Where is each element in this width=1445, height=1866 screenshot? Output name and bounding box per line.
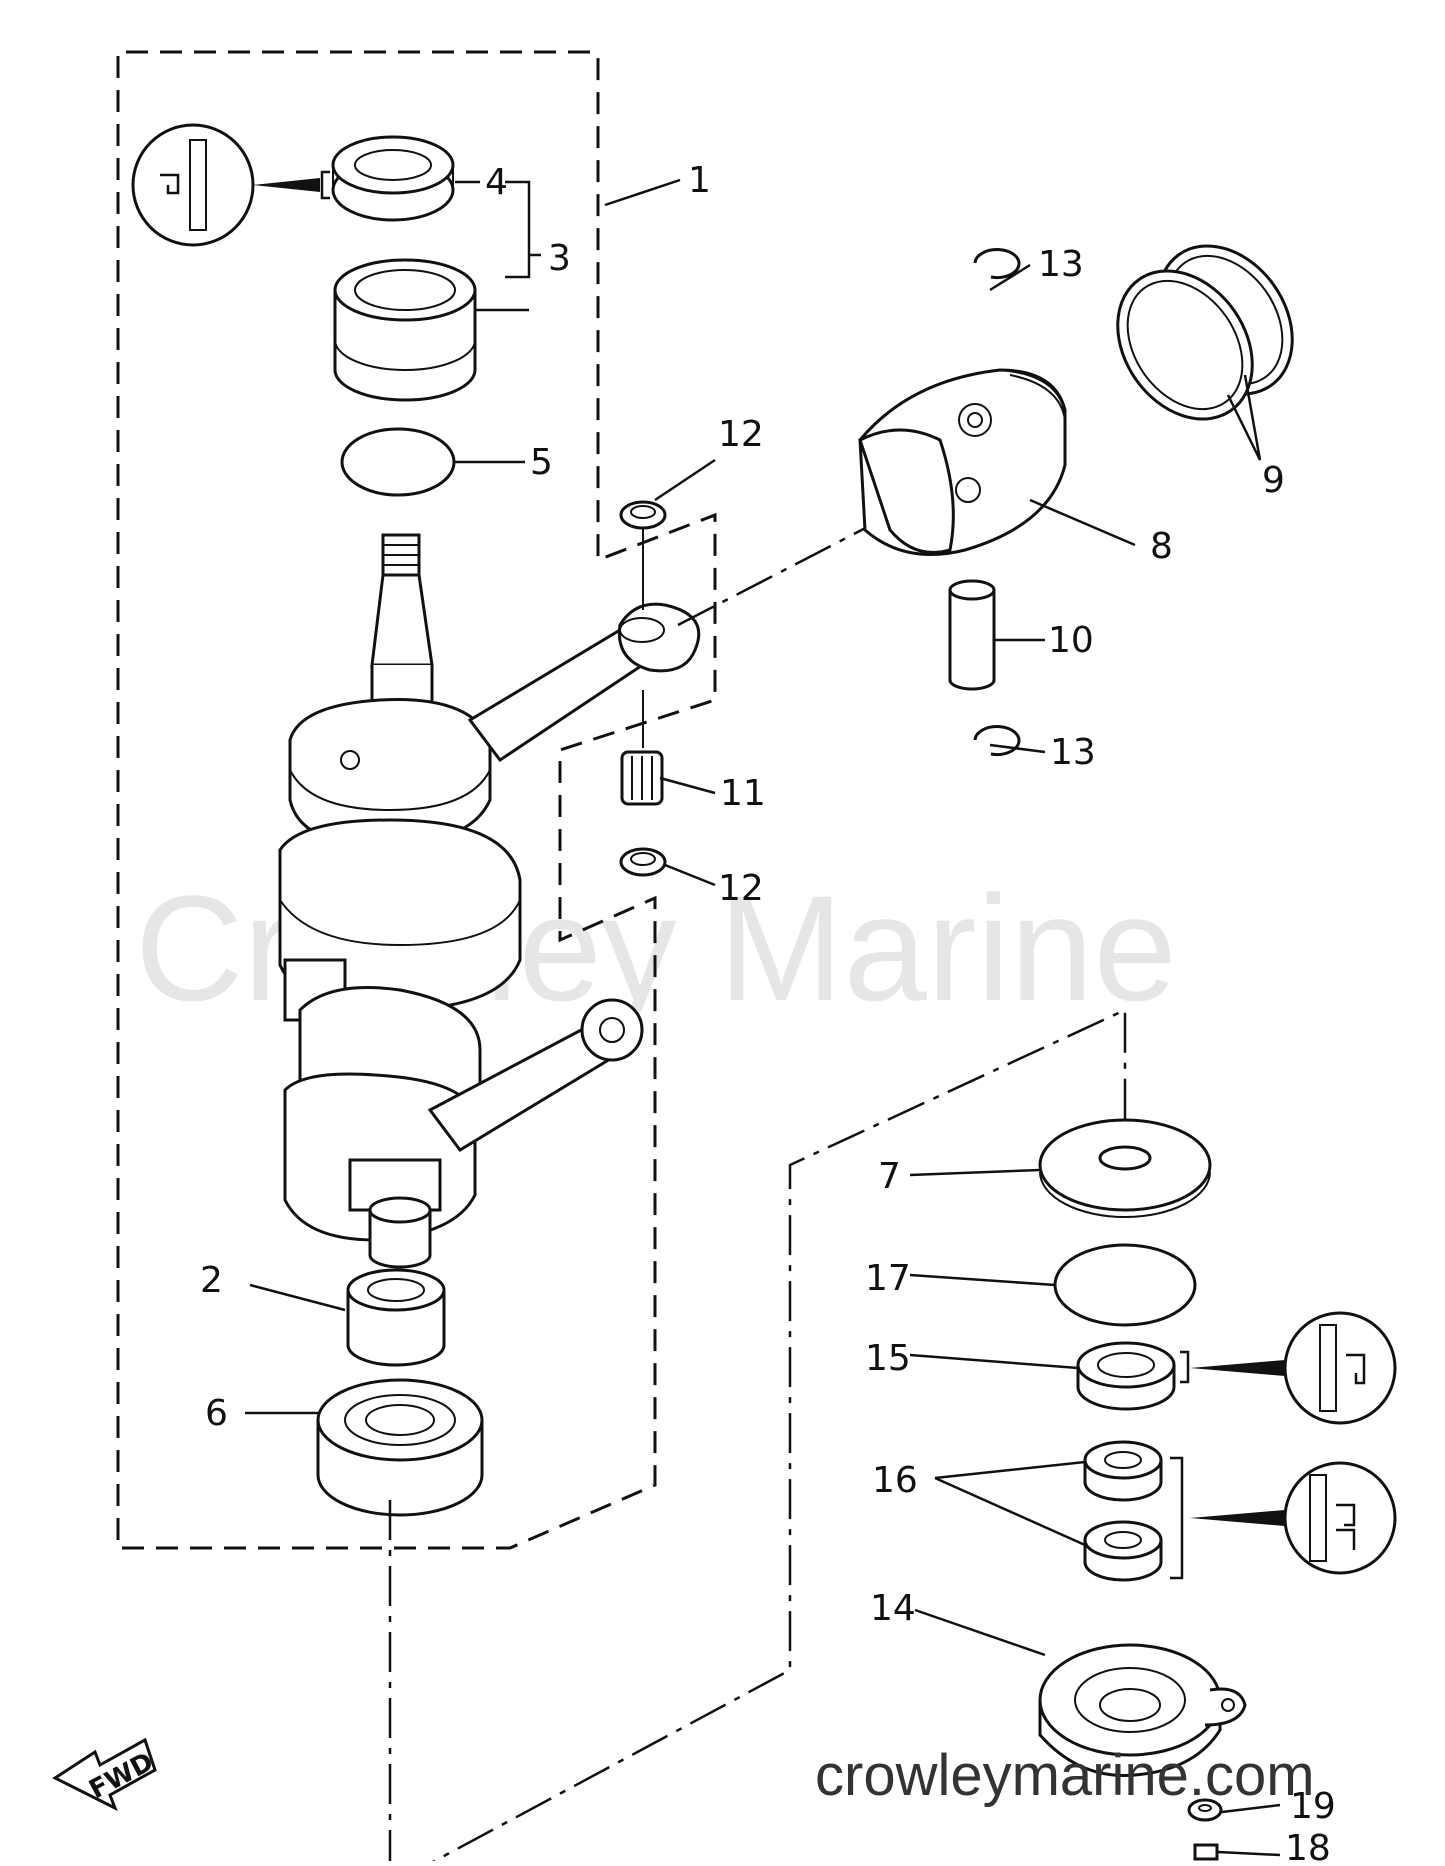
callout-8: 8 — [1150, 526, 1173, 567]
callout-13-bottom: 13 — [1050, 732, 1096, 773]
callout-4: 4 — [485, 162, 508, 203]
part-needle-bearing-11 — [620, 750, 664, 806]
callout-3: 3 — [548, 238, 571, 279]
callout-15: 15 — [865, 1338, 911, 1379]
part-oil-seal-4 — [331, 135, 455, 222]
part-oil-seal-16-top — [1083, 1440, 1163, 1502]
part-piston-rings-9 — [1116, 244, 1294, 421]
part-oil-seal-15 — [1076, 1341, 1190, 1411]
part-piston-pin-10 — [948, 579, 996, 691]
callout-18: 18 — [1285, 1828, 1331, 1861]
callout-1: 1 — [688, 160, 711, 201]
part-circlip-13-top — [973, 248, 1021, 279]
callout-7: 7 — [878, 1156, 901, 1197]
fwd-arrow-icon: FWD — [51, 1737, 159, 1812]
part-ball-bearing-6 — [316, 1378, 484, 1517]
seal-detail-bubble — [131, 123, 330, 247]
callout-labels: 1 2 3 4 5 6 7 8 9 10 11 12 12 13 13 14 1… — [200, 160, 1336, 1866]
assembly-outline — [116, 50, 717, 1550]
callout-16: 16 — [872, 1460, 918, 1501]
part-washer-19 — [1187, 1798, 1223, 1822]
part-piston-8 — [858, 368, 1067, 556]
callout-6: 6 — [205, 1393, 228, 1434]
seal-detail-bubble-15 — [1190, 1311, 1397, 1425]
part-o-ring-17 — [1053, 1243, 1197, 1327]
part-bearing-3 — [333, 258, 477, 402]
site-url: crowleymarine.com — [815, 1743, 1315, 1808]
callout-10: 10 — [1048, 620, 1094, 661]
part-o-ring-5 — [340, 427, 456, 497]
part-bearing-2 — [346, 1268, 446, 1367]
part-connecting-rod — [617, 602, 701, 673]
callout-17: 17 — [865, 1258, 911, 1299]
part-circlip-13-bottom — [973, 725, 1021, 756]
leader-lines — [245, 178, 1281, 1857]
callout-9: 9 — [1262, 460, 1285, 501]
callout-5: 5 — [530, 442, 553, 483]
part-thrust-washer-7 — [1038, 1118, 1212, 1218]
callout-19: 19 — [1290, 1786, 1336, 1827]
part-washer-12-bottom — [619, 847, 667, 877]
part-oil-seal-16-bottom — [1083, 1520, 1163, 1582]
callout-12-bottom: 12 — [718, 868, 764, 909]
part-bolt-18 — [1193, 1843, 1219, 1861]
callout-13-top: 13 — [1038, 244, 1084, 285]
callout-11: 11 — [720, 773, 766, 814]
callout-2: 2 — [200, 1260, 223, 1301]
seal-detail-bubble-16 — [1190, 1461, 1397, 1575]
callout-14: 14 — [870, 1588, 916, 1629]
callout-12-top: 12 — [718, 414, 764, 455]
part-crankshaft — [278, 533, 653, 1269]
part-washer-12-top — [619, 500, 667, 530]
part-housing-14 — [1038, 1643, 1247, 1777]
bracket-16 — [1170, 1456, 1184, 1580]
axis-line-lower-assembly — [388, 1008, 1127, 1866]
